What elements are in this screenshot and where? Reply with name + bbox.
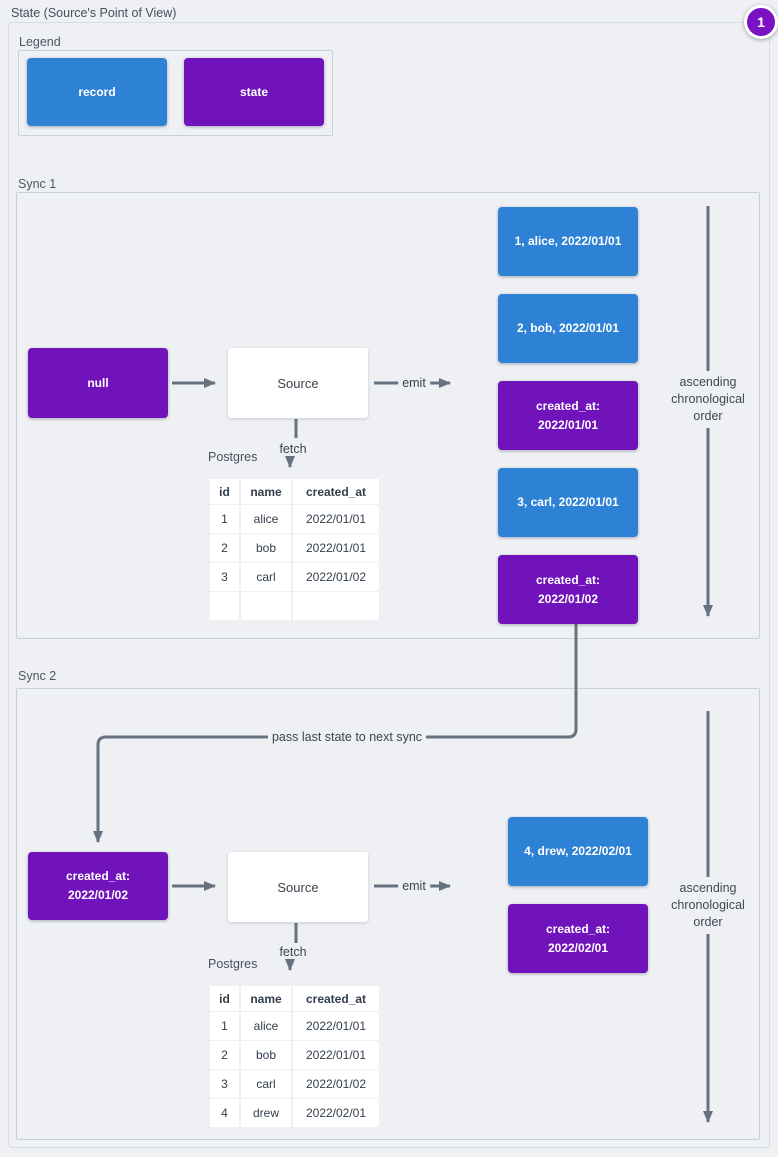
state-text-line2: 2022/01/02 bbox=[537, 591, 599, 606]
sync2-source-label: Source bbox=[277, 879, 319, 895]
order-note-line: chronological bbox=[671, 898, 745, 912]
record-text: 1, alice, 2022/01/01 bbox=[514, 234, 622, 248]
order-note-line: order bbox=[693, 915, 723, 929]
annotation-badge: 1 bbox=[744, 5, 778, 39]
col-header-created-at: created_at bbox=[293, 479, 379, 504]
table-row: 1 alice 2022/01/01 bbox=[210, 1012, 379, 1040]
legend-record-chip: record bbox=[27, 58, 167, 126]
sync1-postgres-label: Postgres bbox=[208, 450, 258, 464]
order-note-line: ascending bbox=[679, 375, 737, 389]
table-header-row: id name created_at bbox=[210, 986, 379, 1011]
sync1-emit-label: emit bbox=[398, 376, 430, 390]
state-text-line1: created_at: bbox=[545, 921, 611, 936]
state-text-line1: created_at: bbox=[65, 869, 131, 883]
state-text-line1: created_at: bbox=[535, 398, 601, 413]
state-text-line2: 2022/02/01 bbox=[547, 940, 609, 955]
sync2-label: Sync 2 bbox=[18, 669, 57, 683]
page-title: State (Source's Point of View) bbox=[11, 6, 177, 20]
col-header-id: id bbox=[210, 479, 239, 504]
emitted-state: created_at: 2022/01/01 bbox=[498, 381, 638, 450]
table-row: 3 carl 2022/01/02 bbox=[210, 1070, 379, 1098]
table-row: 3 carl 2022/01/02 bbox=[210, 563, 379, 591]
emitted-state: created_at: 2022/01/02 bbox=[498, 555, 638, 624]
sync1-input-state-label: null bbox=[87, 375, 109, 390]
state-text-line2: 2022/01/01 bbox=[537, 417, 599, 432]
sync1-fetch-label: fetch bbox=[275, 442, 311, 456]
pass-last-state-label: pass last state to next sync bbox=[267, 730, 427, 744]
legend-state-chip: state bbox=[184, 58, 324, 126]
emitted-record: 4, drew, 2022/02/01 bbox=[508, 817, 648, 886]
sync2-input-state-chip: created_at: 2022/01/02 bbox=[28, 852, 168, 920]
sync2-postgres-table: id name created_at 1 alice 2022/01/01 2 … bbox=[208, 985, 381, 1128]
sync1-order-note: ascending chronological order bbox=[660, 371, 756, 428]
emitted-record: 3, carl, 2022/01/01 bbox=[498, 468, 638, 537]
state-text-line2: 2022/01/02 bbox=[67, 888, 129, 902]
legend-label: Legend bbox=[19, 35, 61, 49]
order-note-line: ascending bbox=[679, 881, 737, 895]
record-text: 4, drew, 2022/02/01 bbox=[524, 844, 632, 858]
table-row: 1 alice 2022/01/01 bbox=[210, 505, 379, 533]
sync2-order-note: ascending chronological order bbox=[660, 877, 756, 934]
sync1-box bbox=[16, 192, 760, 639]
sync1-source-label: Source bbox=[277, 375, 319, 391]
emitted-record: 2, bob, 2022/01/01 bbox=[498, 294, 638, 363]
legend-box bbox=[18, 50, 333, 136]
legend-record-label: record bbox=[78, 84, 116, 99]
sync2-fetch-label: fetch bbox=[275, 945, 311, 959]
order-note-line: order bbox=[693, 409, 723, 423]
state-text-line1: created_at: bbox=[535, 572, 601, 587]
emitted-state: created_at: 2022/02/01 bbox=[508, 904, 648, 973]
sync2-box bbox=[16, 688, 760, 1140]
col-header-name: name bbox=[241, 986, 291, 1011]
table-row: 2 bob 2022/01/01 bbox=[210, 534, 379, 562]
legend-state-label: state bbox=[239, 84, 268, 99]
record-text: 2, bob, 2022/01/01 bbox=[516, 321, 620, 335]
table-row: 4 drew 2022/02/01 bbox=[210, 1099, 379, 1127]
sync1-input-state-chip: null bbox=[28, 348, 168, 418]
table-row-empty bbox=[210, 592, 379, 620]
sync1-label: Sync 1 bbox=[18, 177, 57, 191]
sync2-postgres-label: Postgres bbox=[208, 957, 258, 971]
outer-container bbox=[8, 22, 770, 1148]
col-header-created-at: created_at bbox=[293, 986, 379, 1011]
sync2-source-box: Source bbox=[228, 852, 368, 922]
emitted-record: 1, alice, 2022/01/01 bbox=[498, 207, 638, 276]
sync1-postgres-table: id name created_at 1 alice 2022/01/01 2 … bbox=[208, 478, 381, 621]
col-header-name: name bbox=[241, 479, 291, 504]
table-row: 2 bob 2022/01/01 bbox=[210, 1041, 379, 1069]
order-note-line: chronological bbox=[671, 392, 745, 406]
sync1-source-box: Source bbox=[228, 348, 368, 418]
sync2-emit-label: emit bbox=[398, 879, 430, 893]
col-header-id: id bbox=[210, 986, 239, 1011]
table-header-row: id name created_at bbox=[210, 479, 379, 504]
record-text: 3, carl, 2022/01/01 bbox=[517, 495, 619, 509]
